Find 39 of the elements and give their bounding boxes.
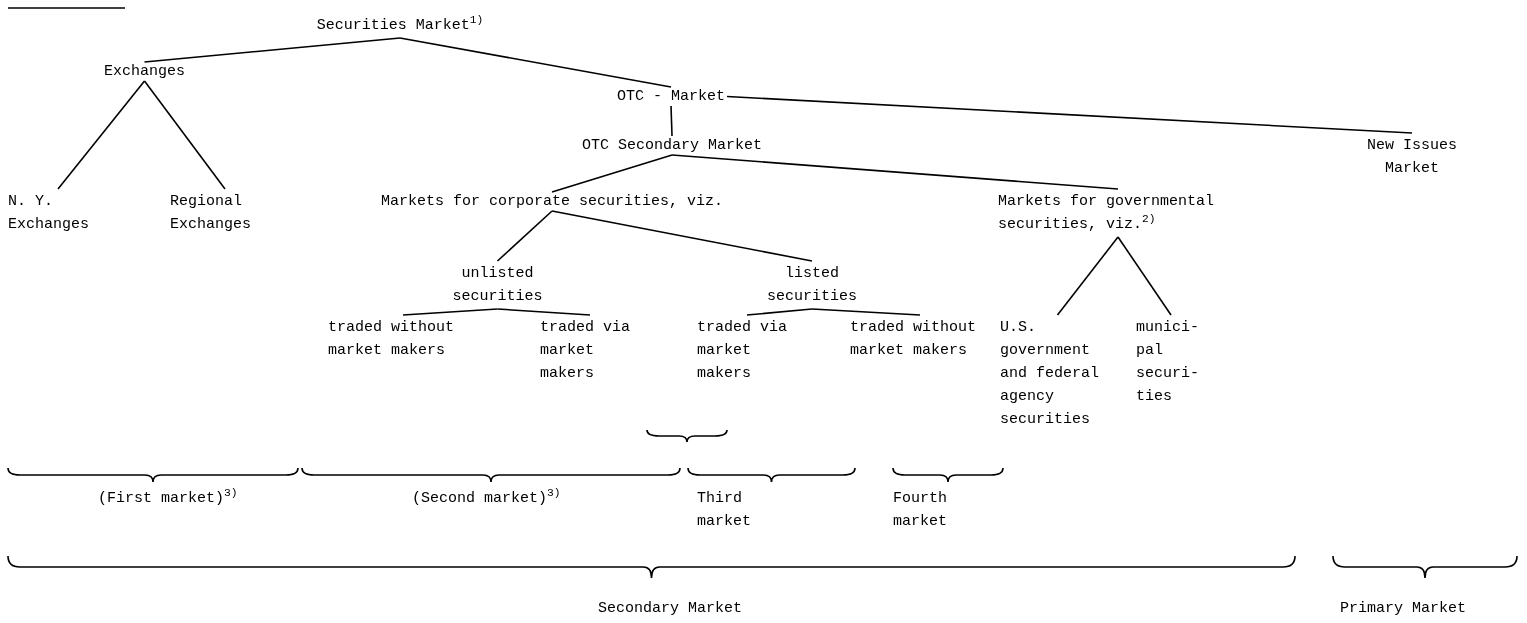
connector-line: [143, 80, 226, 190]
connector-line: [1056, 236, 1119, 316]
connector-line: [811, 308, 921, 316]
connector-line: [1117, 236, 1172, 316]
market-label: (Second market)$^{3)}$: [412, 487, 561, 509]
connector-line: [402, 308, 499, 316]
node-label: Markets for governmental securities, viz.$^{2)}$: [998, 192, 1216, 235]
market-label: Secondary Market: [597, 599, 743, 619]
connector-line: [143, 37, 401, 63]
market-label: Third market: [697, 489, 752, 532]
node-label: munici- pal securi- ties: [1136, 318, 1200, 407]
market-label: Fourth market: [893, 489, 948, 532]
connector-line: [670, 105, 673, 137]
node-label: Markets for corporate securities, viz.: [381, 193, 724, 210]
connector-line: [496, 210, 553, 262]
node-label: traded without market makers: [328, 318, 456, 361]
node-label: Securities Market$^{1)}$: [316, 14, 484, 36]
node-label: N. Y. Exchanges: [8, 192, 90, 235]
market-label: Primary Market: [1340, 599, 1468, 619]
connector-line: [726, 95, 1413, 134]
node-label: New Issues Market: [1366, 136, 1458, 179]
connector-line: [551, 210, 813, 262]
node-label: unlisted securities: [451, 264, 544, 307]
market-label: (First market)$^{3)}$: [98, 487, 238, 509]
connector-line: [671, 154, 1119, 190]
node-label: traded via market makers: [697, 318, 788, 384]
node-label: U.S. government and federal agency securities: [1000, 318, 1101, 430]
connector-line: [496, 308, 591, 316]
connector-line: [551, 154, 673, 193]
node-label: traded without market makers: [850, 318, 978, 361]
connector-line: [399, 37, 672, 88]
node-label: OTC - Market: [617, 88, 726, 105]
node-label: OTC Secondary Market: [582, 137, 763, 154]
node-label: listed securities: [766, 264, 858, 307]
node-label: Exchanges: [104, 63, 185, 80]
connector-line: [746, 308, 813, 316]
node-label: traded via market makers: [540, 318, 631, 384]
node-label: Regional Exchanges: [170, 192, 252, 235]
connector-line: [57, 80, 146, 190]
